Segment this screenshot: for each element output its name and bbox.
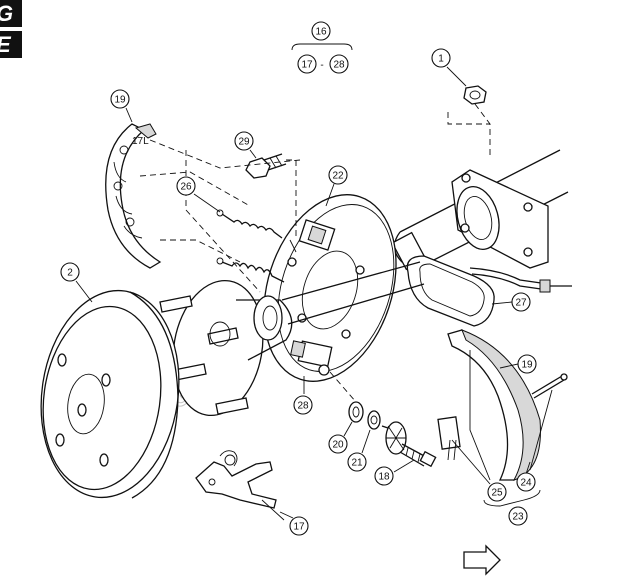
callout-c19a-circle <box>110 89 130 109</box>
callout-leader-c17 <box>279 511 294 519</box>
axle-nut <box>463 85 487 105</box>
callout-c24: 24 <box>516 472 536 492</box>
callout-group-range-start-circle <box>297 54 317 74</box>
callout-c25: 25 <box>487 482 507 502</box>
callout-c17-label: 17 <box>293 522 305 533</box>
callout-c18-label: 18 <box>378 472 390 483</box>
callout-leader-c27 <box>491 301 513 305</box>
callout-c26-circle <box>176 176 196 196</box>
callout-group-range-start: 17 <box>297 54 317 74</box>
callout-leader-c1 <box>446 66 467 87</box>
washer-20 <box>348 401 364 423</box>
group-range-separator: - <box>320 60 323 71</box>
callout-c2-circle <box>60 262 80 282</box>
brake-shoe-left: 17L <box>105 123 162 269</box>
callout-c18: 18 <box>374 466 394 486</box>
callout-c29: 29 <box>234 131 254 151</box>
backing-plate <box>263 194 397 382</box>
return-springs <box>216 209 285 283</box>
callout-c27-circle <box>511 292 531 312</box>
callout-leader-c24 <box>525 461 531 475</box>
callout-group-range-end-circle <box>329 54 349 74</box>
callout-c29-circle <box>234 131 254 151</box>
callout-c20: 20 <box>328 434 348 454</box>
callout-leader-c21 <box>361 429 371 454</box>
callout-c25-label: 25 <box>491 488 503 499</box>
callout-group-16: 16 <box>311 21 331 41</box>
callout-c2: 2 <box>60 262 80 282</box>
callout-leader-c2 <box>75 280 93 303</box>
callout-c22-circle <box>328 165 348 185</box>
callout-c25-circle <box>487 482 507 502</box>
callout-c23-circle <box>508 506 528 526</box>
callout-c22: 22 <box>328 165 348 185</box>
callout-c17: 17 <box>289 516 309 536</box>
callout-c21: 21 <box>347 452 367 472</box>
callout-c21-circle <box>347 452 367 472</box>
callout-c19a: 19 <box>110 89 130 109</box>
callout-c22-label: 22 <box>332 171 344 182</box>
callout-c28-label: 28 <box>297 401 309 412</box>
callout-group-range-end: 28 <box>329 54 349 74</box>
callout-c20-circle <box>328 434 348 454</box>
callout-leader-c29 <box>249 149 257 159</box>
brake-shoe-right <box>437 329 541 481</box>
hold-down-pin <box>531 373 568 399</box>
callout-c19b-circle <box>517 354 537 374</box>
callout-c20-label: 20 <box>332 440 344 451</box>
callout-c23-label: 23 <box>512 512 524 523</box>
callout-c24-label: 24 <box>520 478 532 489</box>
callout-leader-c18 <box>393 459 415 473</box>
brake-cam <box>290 340 333 376</box>
section-tab-bottom: E <box>0 31 22 58</box>
callout-c24-circle <box>516 472 536 492</box>
callout-c26: 26 <box>176 176 196 196</box>
callout-c27: 27 <box>511 292 531 312</box>
callout-group-16-label: 16 <box>315 27 327 38</box>
adjuster-screw <box>381 421 437 468</box>
callout-leader-c22 <box>325 183 335 207</box>
callout-c19b-label: 19 <box>521 360 533 371</box>
callout-c23: 23 <box>508 506 528 526</box>
callout-leader-c19a <box>125 107 133 123</box>
callout-leader-c26 <box>193 193 221 213</box>
wheel-hub <box>159 279 293 417</box>
callout-c1: 1 <box>431 48 451 68</box>
callout-c1-label: 1 <box>438 54 444 65</box>
callout-c2-label: 2 <box>67 268 73 279</box>
callout-c27-label: 27 <box>515 298 527 309</box>
forward-direction-arrow <box>463 544 501 576</box>
callout-group-range-start-label: 17 <box>301 60 313 71</box>
gasket-ring <box>406 255 495 327</box>
callout-c26-label: 26 <box>180 182 192 193</box>
callout-c17-circle <box>289 516 309 536</box>
section-tab-top: G <box>0 0 22 27</box>
mounting-bolt <box>245 153 287 179</box>
callout-group-16-circle <box>311 21 331 41</box>
callout-leader-c20 <box>343 421 353 437</box>
callout-leader-c25 <box>451 439 491 485</box>
brake-adjuster-lever <box>195 450 277 509</box>
callout-c29-label: 29 <box>238 137 250 148</box>
callout-c19a-label: 19 <box>114 95 126 106</box>
brake-drum <box>40 289 180 499</box>
callout-c28: 28 <box>293 395 313 415</box>
callout-c21-label: 21 <box>351 458 363 469</box>
callout-c1-circle <box>431 48 451 68</box>
washer-21 <box>367 410 381 430</box>
callout-layer: 1 2 17 18 19 19 20 21 22 23 24 25 26 27 28 29 16 17 28 <box>60 21 537 536</box>
callout-leader-c19b <box>499 363 519 369</box>
callout-c28-circle <box>293 395 313 415</box>
shoe-stamp-text: 17L <box>132 136 149 147</box>
callout-group-range-end-label: 28 <box>333 60 345 71</box>
callout-c18-circle <box>374 466 394 486</box>
callout-c19b: 19 <box>517 354 537 374</box>
